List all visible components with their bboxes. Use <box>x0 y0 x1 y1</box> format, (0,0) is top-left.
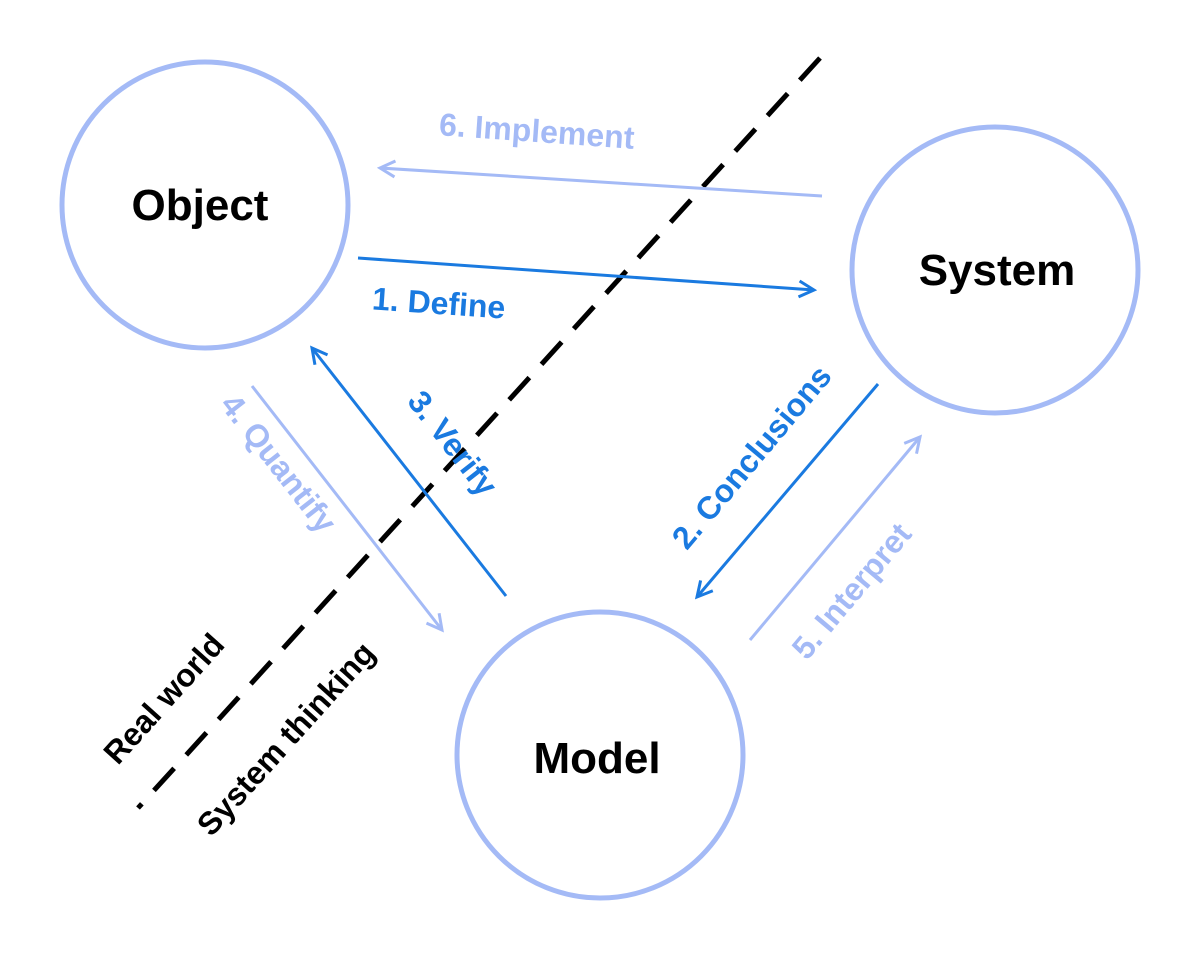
region-label-real-world: Real world <box>96 626 231 770</box>
boundary-dashed-line <box>136 56 822 810</box>
node-system-circle <box>849 124 1141 416</box>
node-model-circle <box>454 609 746 901</box>
arrow-define <box>357 256 814 290</box>
node-model-label: Model <box>533 734 660 783</box>
arrow-quantify <box>250 385 442 630</box>
node-object-circle <box>59 59 351 351</box>
arrow-verify <box>312 348 508 597</box>
edge-label-define: 1. Define <box>371 280 507 325</box>
node-object-label: Object <box>132 181 269 230</box>
edge-label-conclusions: 2. Conclusions <box>665 358 839 555</box>
edge-label-interpret: 5. Interpret <box>785 516 919 666</box>
arrow-interpret <box>748 437 920 641</box>
edge-label-implement: 6. Implement <box>438 106 636 156</box>
node-model: Model <box>454 609 746 901</box>
arrow-implement <box>380 168 823 198</box>
arrow-conclusions <box>697 383 880 597</box>
edge-label-quantify: 4. Quantify <box>214 387 344 540</box>
node-system: System <box>849 124 1141 416</box>
region-label-system-thinking: System thinking <box>190 635 382 843</box>
node-system-label: System <box>919 246 1076 295</box>
edge-label-verify: 3. Verify <box>401 384 505 503</box>
node-object: Object <box>59 59 351 351</box>
